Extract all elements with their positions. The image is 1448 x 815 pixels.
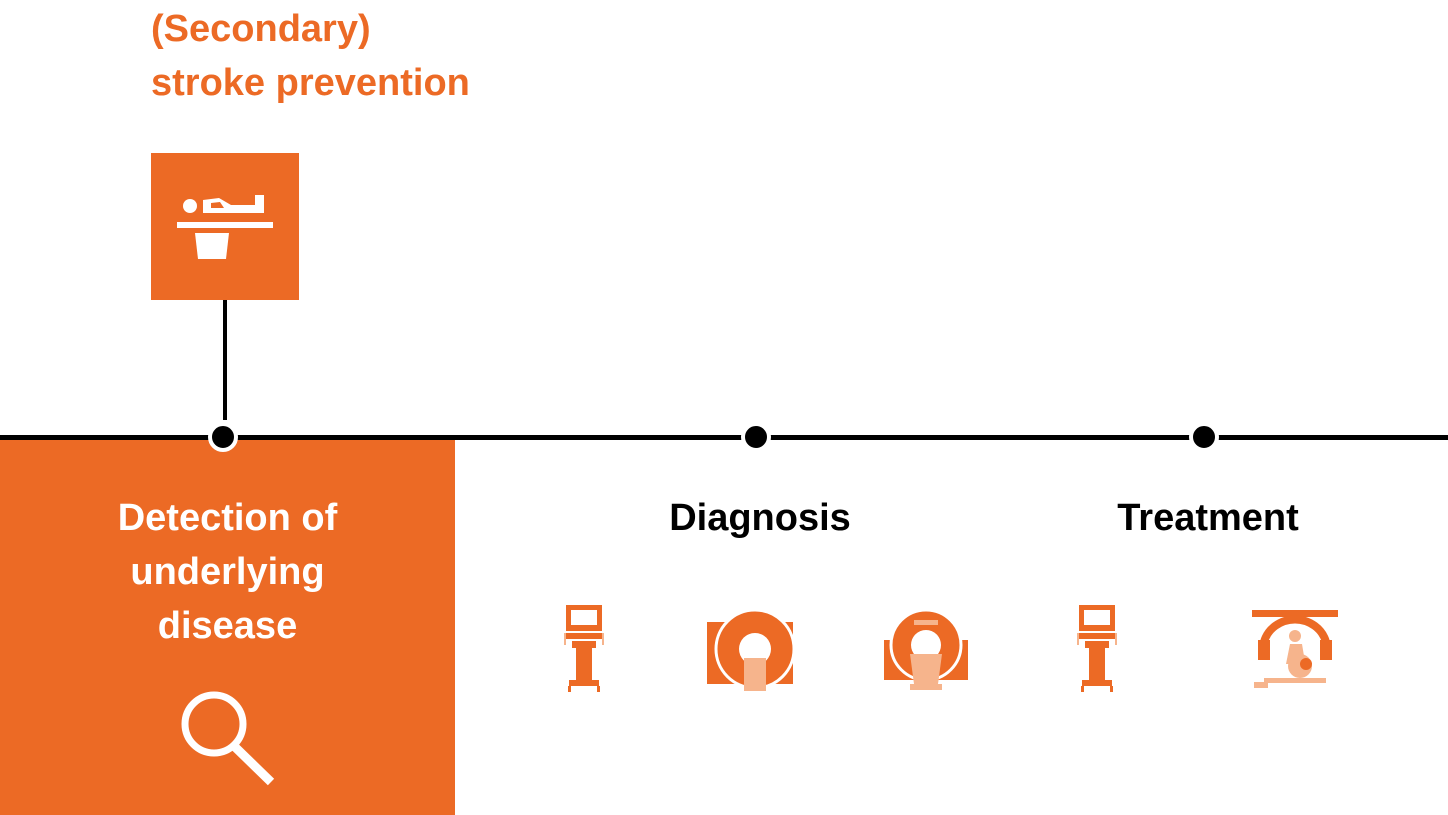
title-line-1: (Secondary) [151, 8, 371, 50]
connector-line [223, 300, 227, 420]
timeline-dot-diagnosis [741, 422, 771, 452]
timeline-axis [0, 435, 1448, 440]
patient-on-bed-icon [177, 195, 273, 259]
ct-scanner-icon [703, 608, 797, 694]
magnifier-icon [178, 688, 278, 788]
detection-line-1: Detection of [117, 497, 338, 539]
stage-label-treatment: Treatment [1117, 497, 1299, 539]
stage-label-diagnosis: Diagnosis [669, 497, 851, 539]
diagram-title: (Secondary) stroke prevention [151, 2, 470, 110]
stage-label-detection: Detection of underlying disease [0, 491, 455, 653]
detection-line-2: underlying [130, 551, 325, 593]
title-line-2: stroke prevention [151, 62, 470, 104]
ultrasound-cart-icon-treatment [1071, 602, 1123, 694]
timeline-dot-detection [208, 422, 238, 452]
angiography-c-arm-icon [1250, 606, 1342, 694]
stroke-prevention-box [151, 153, 299, 300]
timeline-dot-treatment [1189, 422, 1219, 452]
mri-scanner-icon [880, 608, 974, 694]
ultrasound-cart-icon [558, 602, 610, 694]
detection-line-3: disease [157, 605, 298, 647]
